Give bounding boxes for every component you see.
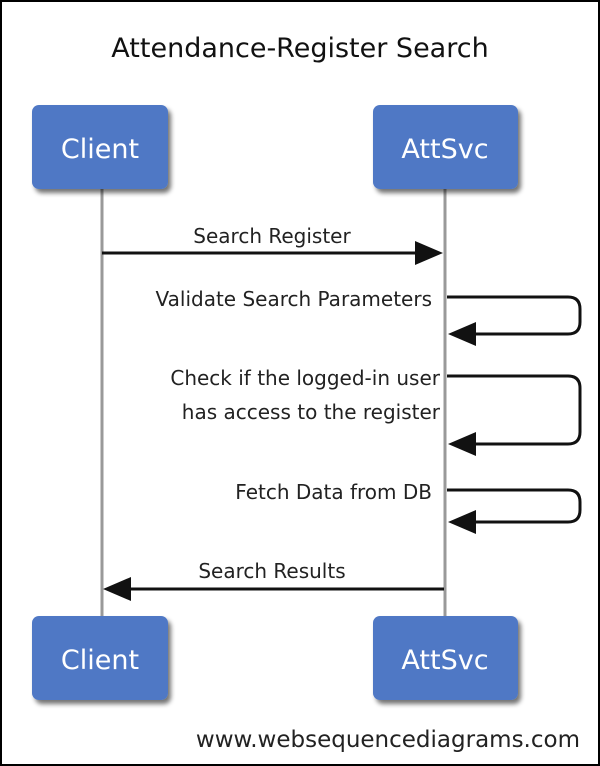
arrowhead-icon (415, 241, 443, 265)
message-search-results: Search Results (103, 559, 444, 601)
message-fetch-data: Fetch Data from DB (235, 480, 582, 534)
message-check-access-line1: Check if the logged-in user (170, 366, 440, 390)
arrowhead-icon (448, 322, 476, 346)
actor-client-bottom-label: Client (61, 645, 139, 676)
arrowhead-icon (103, 577, 131, 601)
actor-client-bottom: Client (32, 616, 168, 700)
message-check-access-line2: has access to the register (182, 400, 441, 424)
message-validate-search-parameters: Validate Search Parameters (156, 287, 582, 346)
actor-attsvc-bottom-label: AttSvc (401, 645, 488, 676)
actor-attsvc-top-label: AttSvc (401, 134, 488, 165)
arrowhead-icon (448, 432, 476, 456)
actor-attsvc-bottom: AttSvc (373, 616, 518, 700)
message-search-results-label: Search Results (198, 559, 345, 583)
message-fetch-data-label: Fetch Data from DB (235, 480, 432, 504)
message-validate-label: Validate Search Parameters (156, 287, 433, 311)
message-search-register-label: Search Register (193, 224, 351, 248)
arrowhead-icon (448, 510, 476, 534)
diagram-title: Attendance-Register Search (111, 33, 488, 64)
message-check-access: Check if the logged-in user has access t… (170, 366, 582, 456)
actor-attsvc-top: AttSvc (373, 105, 518, 189)
actor-client-top: Client (32, 105, 168, 189)
watermark-link[interactable]: www.websequencediagrams.com (196, 727, 580, 753)
actor-client-top-label: Client (61, 134, 139, 165)
message-search-register: Search Register (102, 224, 443, 265)
